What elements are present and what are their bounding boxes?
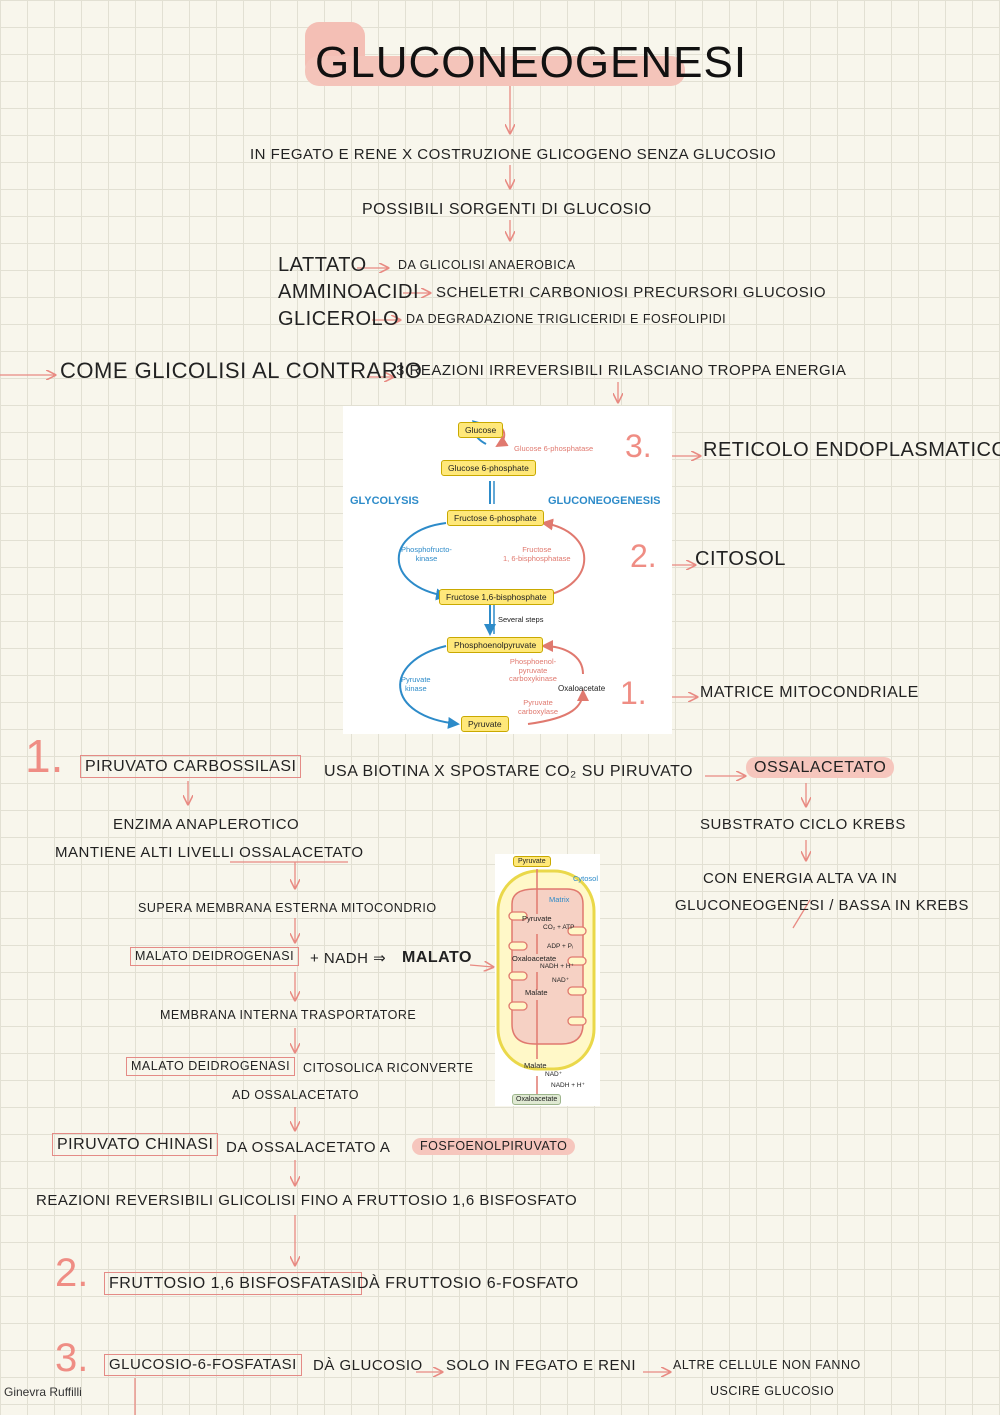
label-glycolysis: GLYCOLYSIS bbox=[350, 495, 419, 507]
location-reticolo: Reticolo endoplasmatico bbox=[703, 439, 1000, 461]
step3-others-1: altre cellule non fanno bbox=[673, 1358, 861, 1372]
node-pep: Phosphoenolpyruvate bbox=[447, 637, 544, 653]
label-pc: Pyruvate carboxylase bbox=[518, 698, 559, 716]
source-lattato-desc: da glicolisi anaerobica bbox=[398, 258, 576, 272]
step-number-1: 1. bbox=[25, 730, 64, 782]
enzyme-glucosio-6-fosfatasi: Glucosio-6-fosfatasi bbox=[104, 1354, 302, 1376]
mito-oxaloacetate-out: Oxaloacetate bbox=[512, 1094, 562, 1105]
mito-malate-in: Malate bbox=[525, 988, 548, 997]
reverse-line: Come glicolisi al contrario bbox=[60, 358, 423, 383]
mito-adp: ADP + Pᵢ bbox=[547, 943, 574, 950]
title-highlight-bar bbox=[305, 56, 685, 86]
label-pk: Pyruvate kinase bbox=[401, 675, 431, 693]
label-pepck: Phosphoenol- pyruvate carboxykinase bbox=[509, 657, 557, 684]
product-malato: MALATO bbox=[402, 949, 472, 966]
enzyme-malato-deidrogenasi-cyto: malato deidrogenasi bbox=[126, 1057, 296, 1076]
krebs-substrate: substrato ciclo Krebs bbox=[700, 816, 906, 833]
step-number-2: 2. bbox=[55, 1251, 89, 1295]
location-number-1: 1. bbox=[620, 675, 647, 711]
sources-title: possibili sorgenti di glucosio bbox=[362, 201, 652, 218]
node-pyruvate: Pyruvate bbox=[461, 716, 509, 732]
location-line: in fegato e rene x costruzione glicogeno… bbox=[250, 146, 777, 163]
label-pfk: Phosphofructo- kinase bbox=[401, 545, 452, 563]
energy-line-2: gluconeogenesi / bassa in Krebs bbox=[675, 897, 969, 914]
energy-line-1: con energia alta va in bbox=[703, 870, 898, 887]
inner-membrane: membrana interna trasportatore bbox=[160, 1008, 417, 1022]
keeps-high-levels: mantiene alti livelli ossalacetato bbox=[55, 844, 364, 862]
irreversible-line: 3 reazioni irreversibili rilasciano trop… bbox=[396, 362, 847, 379]
step3-text: dà glucosio bbox=[313, 1357, 423, 1374]
outer-membrane: supera membrana esterna mitocondrio bbox=[138, 901, 437, 915]
reconvert-text: citosolica riconverte bbox=[303, 1061, 474, 1075]
step-number-3: 3. bbox=[55, 1336, 89, 1380]
keeps-ossalacetato: ossalacetato bbox=[239, 844, 364, 861]
enzyme-piruvato-carbossilasi: Piruvato carbossilasi bbox=[80, 755, 302, 779]
nadh-arrow: + NADH ⇒ bbox=[310, 950, 387, 967]
source-amminoacidi-desc: scheletri carboniosi precursori glucosio bbox=[436, 284, 827, 301]
gluconeogenesis-figure: Glucose Glucose 6-phosphatase Glucose 6-… bbox=[343, 406, 672, 734]
pk-text: da ossalacetato a bbox=[226, 1139, 391, 1156]
label-several-steps: Several steps bbox=[498, 615, 544, 624]
product-fosfoenolpiruvato: fosfoenolpiruvato bbox=[412, 1138, 576, 1155]
node-glucose: Glucose bbox=[458, 422, 504, 438]
page-title: Gluconeogenesi bbox=[315, 38, 748, 87]
enzyme-malato-deidrogenasi: malato deidrogenasi bbox=[130, 947, 300, 966]
enzyme-piruvato-chinasi: Piruvato chinasi bbox=[52, 1133, 219, 1157]
source-amminoacidi: Amminoacidi bbox=[278, 281, 420, 303]
enzyme-fruttosio-bisfosfatasi: Fruttosio 1,6 bisfosfatasi bbox=[104, 1272, 362, 1296]
label-oaa: Oxaloacetate bbox=[558, 684, 606, 693]
mito-nadh-2: NADH + H⁺ bbox=[551, 1082, 585, 1089]
reversible-reactions: reazioni reversibili glicolisi fino a fr… bbox=[36, 1192, 578, 1209]
node-g6p: Glucose 6-phosphate bbox=[441, 460, 536, 476]
mito-co2-atp: CO₂ + ATP bbox=[543, 924, 575, 931]
product-ossalacetato: Ossalacetato bbox=[746, 757, 895, 779]
mito-matrix: Matrix bbox=[549, 895, 570, 904]
mito-pyruvate: Pyruvate bbox=[513, 856, 551, 867]
mito-pyruvate-in: Pyruvate bbox=[522, 914, 552, 923]
mito-nad-2: NAD⁺ bbox=[545, 1071, 563, 1078]
node-f16bp: Fructose 1,6-bisphosphate bbox=[439, 589, 554, 605]
mito-nadh: NADH + H⁺ bbox=[540, 963, 574, 970]
node-f6p: Fructose 6-phosphate bbox=[447, 510, 544, 526]
location-number-2: 2. bbox=[630, 538, 657, 574]
author-name: Ginevra Ruffilli bbox=[4, 1385, 82, 1399]
location-matrice: Matrice mitocondriale bbox=[700, 684, 919, 701]
keeps-text: mantiene alti livelli bbox=[55, 844, 235, 861]
reconvert-text-2: ad ossalacetato bbox=[232, 1088, 359, 1102]
source-lattato: Lattato bbox=[278, 254, 367, 276]
step3-others-2: uscire glucosio bbox=[710, 1384, 835, 1398]
mitochondrion-figure: Pyruvate Cytosol Matrix Pyruvate CO₂ + A… bbox=[495, 854, 600, 1106]
source-glicerolo-desc: da degradazione trigliceridi e fosfolipi… bbox=[406, 312, 727, 326]
location-number-3: 3. bbox=[625, 428, 652, 464]
step2-text: dà fruttosio 6-fosfato bbox=[357, 1275, 579, 1292]
location-citosol: Citosol bbox=[695, 548, 786, 570]
mito-cytosol: Cytosol bbox=[573, 874, 599, 883]
step3-only: solo in fegato e reni bbox=[446, 1357, 636, 1374]
step1-text: usa biotina x spostare CO₂ su piruvato bbox=[324, 763, 693, 780]
label-fbpase: Fructose 1, 6-bisphosphatase bbox=[503, 545, 571, 563]
label-g6pase: Glucose 6-phosphatase bbox=[514, 444, 594, 453]
mito-malate-out: Malate bbox=[524, 1061, 547, 1070]
mito-nad: NAD⁺ bbox=[552, 977, 570, 984]
source-glicerolo: Glicerolo bbox=[278, 308, 400, 330]
title-block: Gluconeogenesi bbox=[305, 20, 746, 90]
anaplerotic-enzyme: enzima anaplerotico bbox=[113, 816, 300, 833]
label-gluconeogenesis: GLUCONEOGENESIS bbox=[548, 495, 661, 507]
mito-oxaloacetate: Oxaloacetate bbox=[512, 954, 557, 963]
